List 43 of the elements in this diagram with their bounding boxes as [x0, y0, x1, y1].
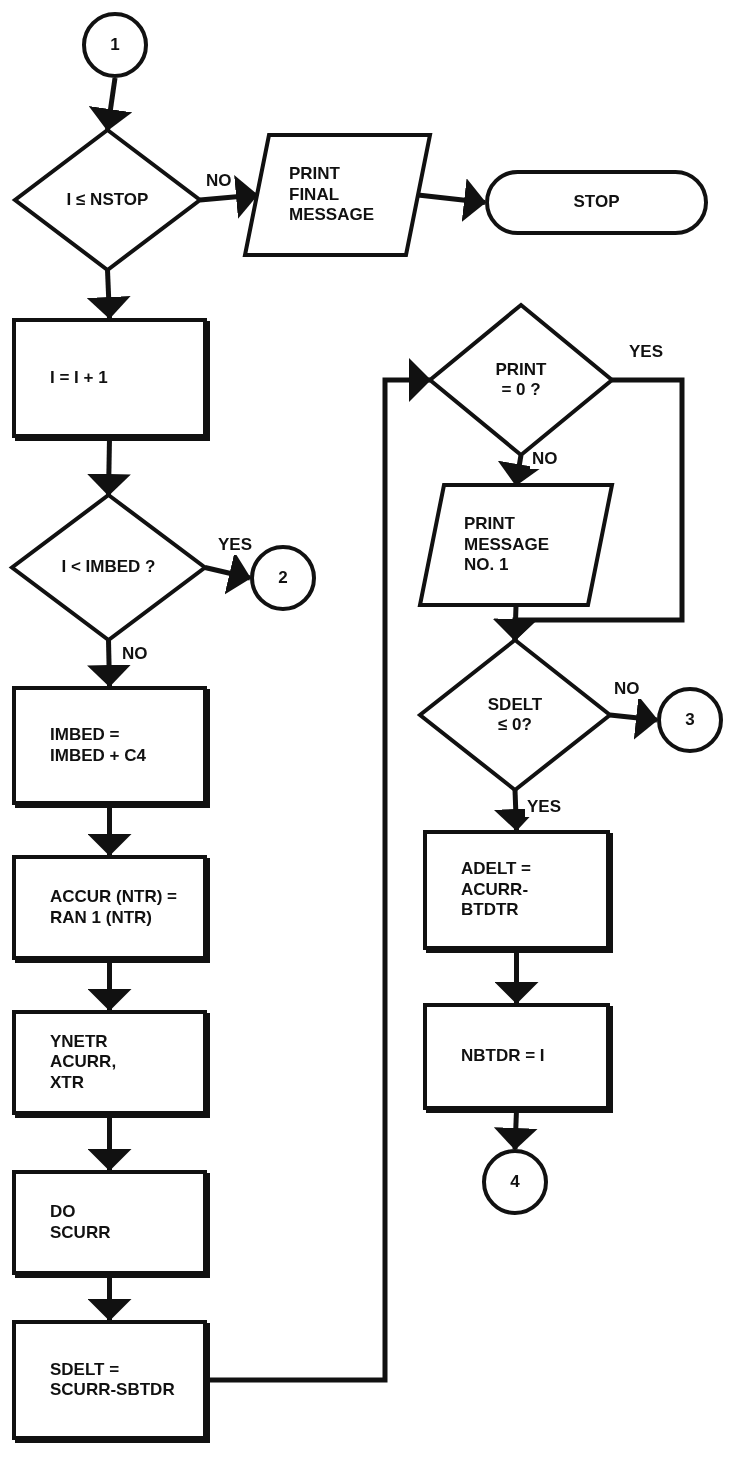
arrow — [86, 269, 131, 319]
process-box — [12, 1010, 207, 1115]
process-box — [423, 830, 610, 950]
input-output-parallelogram — [245, 135, 430, 255]
condition-text: PRINT = 0 ? — [494, 359, 548, 401]
process-box — [12, 686, 207, 805]
process-box — [423, 1003, 610, 1110]
arrow — [87, 805, 132, 856]
process-box — [12, 318, 207, 438]
step-text: DO SCURR — [50, 1202, 112, 1243]
step-text: IMBED = IMBED + C4 — [50, 725, 147, 766]
step-text: STOP — [573, 192, 620, 213]
step-text: PRINT FINAL MESSAGE — [289, 164, 374, 226]
condition-text: SDELT ≤ 0? — [486, 694, 544, 736]
connector-number: 4 — [510, 1171, 520, 1193]
process-box — [12, 1170, 207, 1275]
edge-label: YES — [216, 536, 255, 555]
arrow — [494, 950, 539, 1004]
step-text: I = I + 1 — [50, 367, 108, 389]
step-text: SDELT = SCURR-SBTDR — [50, 1359, 176, 1401]
edge-label: NO — [612, 680, 642, 699]
condition-text: I ≤ NSTOP — [66, 189, 149, 211]
arrow — [87, 639, 132, 687]
edge-label: YES — [525, 798, 564, 817]
arrow — [207, 358, 431, 1383]
step-text: ADELT = ACURR- BTDTR — [461, 859, 533, 921]
step-text: NBTDR = I — [461, 1046, 545, 1067]
input-output-parallelogram — [420, 485, 612, 605]
condition-text: I < IMBED ? — [61, 557, 156, 578]
step-text: PRINT MESSAGE NO. 1 — [464, 514, 551, 576]
arrow — [497, 454, 542, 486]
arrow — [87, 960, 132, 1011]
process-box — [12, 1320, 207, 1440]
decision-diamond — [420, 640, 610, 790]
process-box — [12, 855, 207, 960]
connector-number: 3 — [685, 709, 695, 731]
connector-number: 2 — [278, 567, 288, 589]
connector-number: 1 — [110, 34, 120, 56]
step-text: YNETR ACURR, XTR — [50, 1031, 118, 1094]
arrow — [88, 77, 133, 131]
arrow — [87, 1115, 132, 1171]
arrow — [87, 1275, 132, 1321]
step-text: ACCUR (NTR) = RAN 1 (NTR) — [50, 887, 178, 928]
